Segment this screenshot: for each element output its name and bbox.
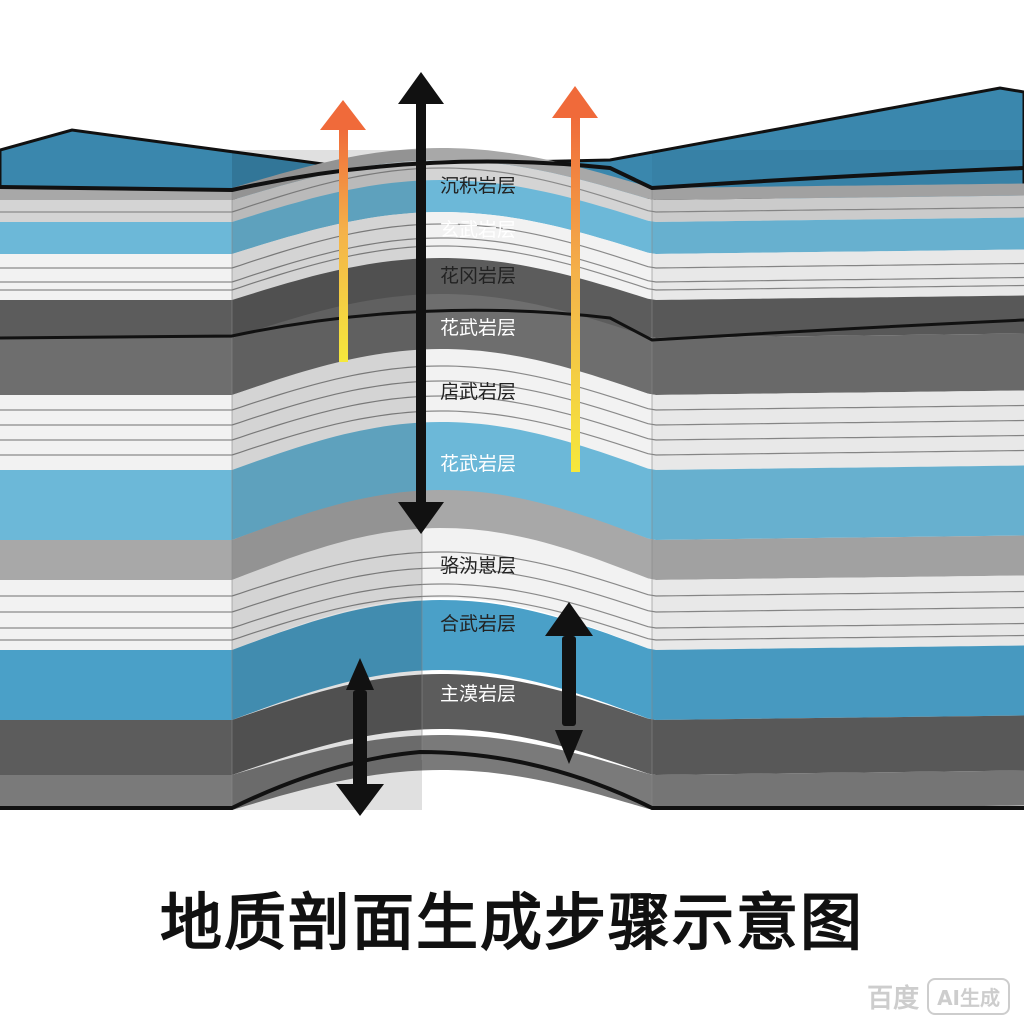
strata-thin-lines <box>0 167 1024 641</box>
watermark-ai-badge: AI生成 <box>927 978 1010 1015</box>
band-huawu-blue <box>0 422 1024 540</box>
strata-thin-line <box>0 365 1024 411</box>
strata-thin-line <box>0 167 1024 213</box>
band-dianwu <box>0 349 1024 470</box>
layer-label-sedimentary: 沉积岩层 <box>440 175 516 197</box>
layer-label-hewu: 合武岩层 <box>440 613 516 635</box>
strata-thin-line <box>0 551 1024 597</box>
right-gradient-up-arrow <box>552 86 598 472</box>
strata-thin-line <box>0 380 1024 426</box>
lower-left-double-arrow <box>336 658 384 816</box>
block-face-shading <box>231 150 1024 810</box>
strata-group <box>0 148 1024 810</box>
band-huawu-lower <box>0 294 1024 395</box>
geologic-cross-section: 沉积岩层 玄武岩层 花冈岩层 花武岩层 扂武岩层 花武岩层 骆沩崽层 合武岩层 … <box>0 72 1024 816</box>
layer-label-dianwu: 扂武岩层 <box>440 381 516 403</box>
layer-label-luowei: 骆沩崽层 <box>440 555 516 577</box>
left-gradient-up-arrow <box>320 100 366 362</box>
strata-thin-line <box>0 595 1024 641</box>
band-deep-dark <box>0 674 1024 775</box>
strata-thin-line <box>0 245 1024 291</box>
top-contact-line <box>0 159 1024 193</box>
strata-thin-line <box>0 237 1024 283</box>
band-base <box>0 735 1024 810</box>
strata-thin-line <box>0 583 1024 629</box>
bottom-contact-line <box>0 749 1024 810</box>
layer-label-huawu-2: 花武岩层 <box>440 453 516 475</box>
band-granite <box>0 212 1024 300</box>
strata-thin-line <box>0 223 1024 269</box>
center-double-arrow <box>398 72 444 534</box>
band-huawu-upper <box>0 258 1024 338</box>
band-sedimentary-dark <box>0 148 1024 200</box>
watermark: 百度 AI生成 <box>867 978 1010 1015</box>
layer-label-granite: 花冈岩层 <box>440 265 516 287</box>
strata-thin-line <box>0 410 1024 456</box>
layer-label-basalt: 玄武岩层 <box>440 219 516 241</box>
band-zhumo <box>0 600 1024 720</box>
layer-label-zhumo: 主漠岩层 <box>440 683 516 705</box>
watermark-brand: 百度 <box>867 984 920 1014</box>
layer-label-huawu-1: 花武岩层 <box>440 317 516 339</box>
band-basalt <box>0 180 1024 254</box>
lower-right-double-arrow <box>545 602 593 764</box>
strata-thin-line <box>0 567 1024 613</box>
strata-thin-line <box>0 395 1024 441</box>
diagram-title: 地质剖面生成步骤示意图 <box>159 886 864 959</box>
dark-band-outline <box>0 308 1024 342</box>
band-sedimentary <box>0 160 1024 222</box>
layer-labels: 沉积岩层 玄武岩层 花冈岩层 花武岩层 扂武岩层 花武岩层 骆沩崽层 合武岩层 … <box>440 175 516 705</box>
